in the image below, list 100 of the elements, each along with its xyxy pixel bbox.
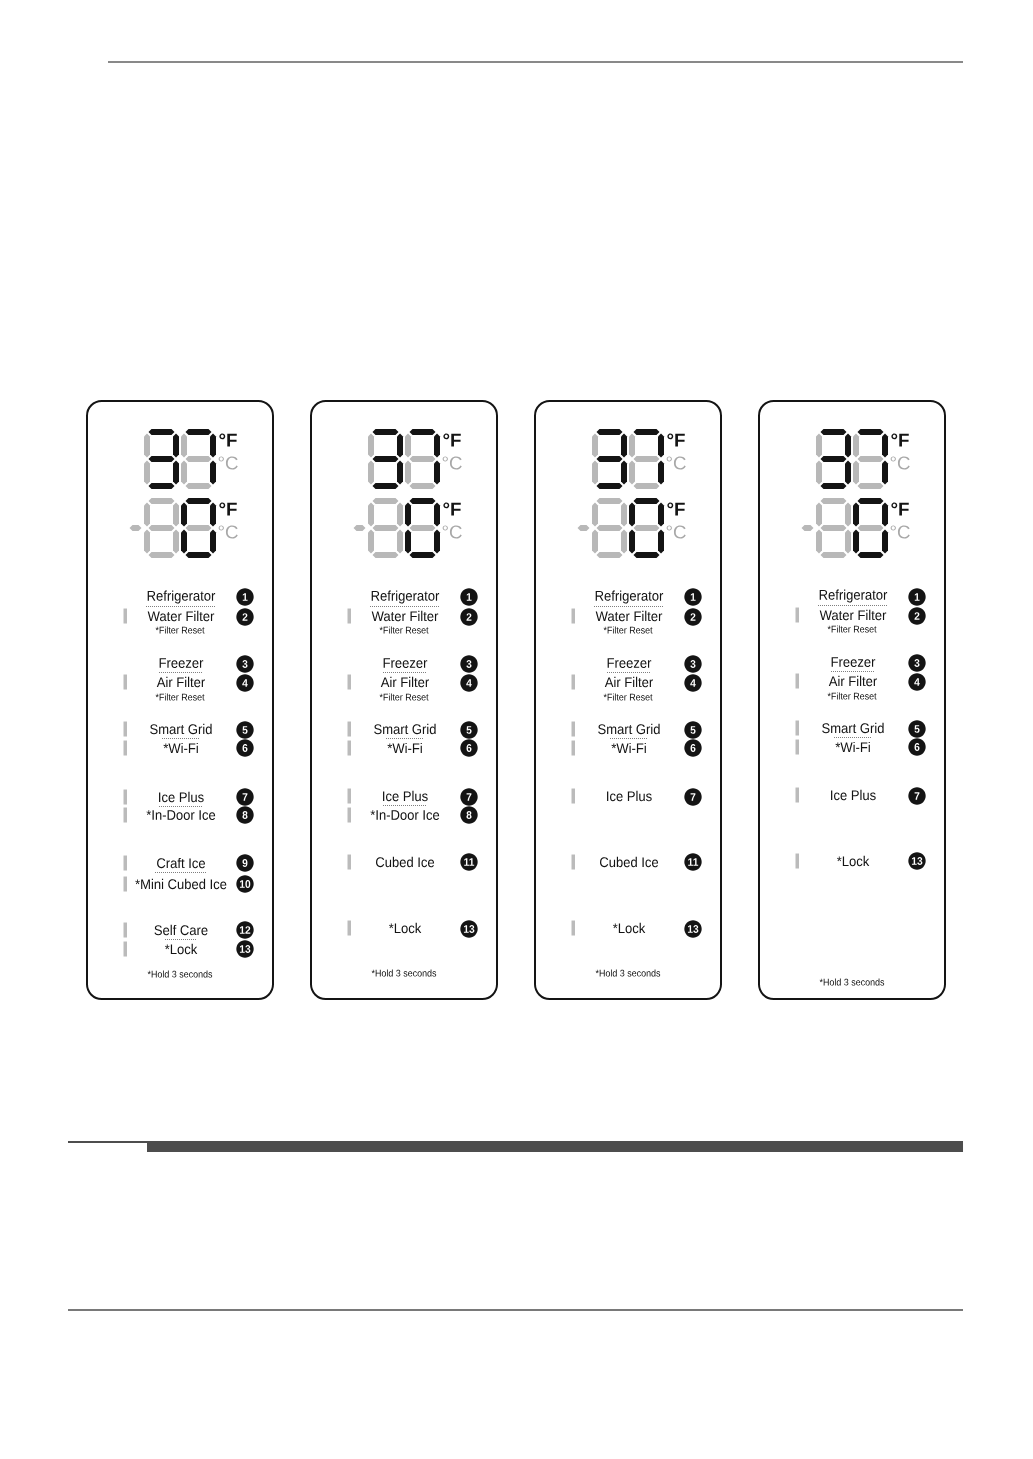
- callout-number: 1: [460, 588, 478, 606]
- sub-label: *Filter Reset: [827, 692, 877, 700]
- callout-number: 8: [460, 806, 478, 824]
- function-label: Air Filter: [380, 676, 429, 688]
- function-label: *In-Door Ice: [370, 810, 440, 820]
- sub-label: *Filter Reset: [603, 693, 653, 701]
- function-label: Ice Plus: [831, 789, 876, 801]
- callout-number: 5: [684, 721, 702, 739]
- function-label: Water Filter: [371, 610, 439, 622]
- callout-number: 6: [460, 739, 478, 757]
- function-label: Refrigerator: [819, 589, 888, 603]
- callout-number: 3: [236, 655, 254, 673]
- footnote: *Hold 3 seconds: [147, 970, 213, 978]
- sub-label: *Filter Reset: [155, 626, 205, 634]
- function-label: Smart Grid: [822, 722, 884, 734]
- unit-label: °C: [442, 456, 462, 470]
- function-label: *Lock: [836, 855, 870, 867]
- function-label: Water Filter: [147, 610, 215, 622]
- unit-label: °C: [666, 525, 686, 539]
- function-label: Freezer: [383, 658, 428, 668]
- callout-number: 6: [684, 739, 702, 757]
- callout-number: 12: [236, 921, 254, 939]
- callout-number: 5: [908, 720, 926, 738]
- function-label: Freezer: [607, 658, 652, 668]
- function-label: Refrigerator: [371, 590, 440, 604]
- function-label: Water Filter: [595, 610, 663, 622]
- callout-number: 3: [908, 654, 926, 672]
- callout-number: 2: [460, 608, 478, 626]
- unit-label: °F: [891, 433, 909, 447]
- callout-number: 1: [236, 588, 254, 606]
- function-label: *Lock: [164, 943, 198, 955]
- footnote: *Hold 3 seconds: [819, 978, 885, 986]
- callout-number: 4: [684, 674, 702, 692]
- footnote: *Hold 3 seconds: [371, 969, 437, 977]
- callout-number: 1: [908, 588, 926, 606]
- sub-label: *Filter Reset: [827, 625, 877, 633]
- callout-number: 6: [908, 738, 926, 756]
- function-label: *Wi-Fi: [163, 742, 198, 754]
- unit-label: °F: [443, 433, 461, 447]
- unit-label: °C: [218, 456, 238, 470]
- function-label: Ice Plus: [383, 790, 428, 802]
- function-label: Smart Grid: [150, 723, 212, 735]
- function-label: *Wi-Fi: [387, 742, 422, 754]
- function-label: *Wi-Fi: [611, 742, 646, 754]
- callout-number: 13: [908, 852, 926, 870]
- callout-number: 1: [684, 588, 702, 606]
- function-label: *Mini Cubed Ice: [135, 878, 227, 890]
- function-label: *Wi-Fi: [835, 741, 870, 753]
- function-label: Refrigerator: [595, 590, 664, 604]
- sub-label: *Filter Reset: [379, 693, 429, 701]
- footnote: *Hold 3 seconds: [595, 969, 661, 977]
- callout-number: 11: [460, 853, 478, 871]
- callout-number: 3: [460, 655, 478, 673]
- unit-label: °F: [443, 502, 461, 516]
- callout-number: 13: [460, 920, 478, 938]
- unit-label: °C: [890, 525, 910, 539]
- callout-number: 7: [908, 787, 926, 805]
- function-label: Cubed Ice: [376, 856, 435, 868]
- unit-label: °C: [442, 525, 462, 539]
- function-label: *In-Door Ice: [146, 810, 216, 820]
- callout-number: 4: [236, 674, 254, 692]
- function-label: Freezer: [159, 658, 204, 668]
- unit-label: °C: [666, 456, 686, 470]
- function-label: Ice Plus: [159, 791, 204, 803]
- callout-number: 5: [236, 721, 254, 739]
- function-label: Self Care: [154, 924, 208, 936]
- callout-number: 8: [236, 806, 254, 824]
- unit-label: °F: [667, 433, 685, 447]
- callout-number: 6: [236, 739, 254, 757]
- callout-number: 7: [684, 788, 702, 806]
- callout-number: 4: [908, 673, 926, 691]
- function-label: Smart Grid: [598, 723, 660, 735]
- callout-number: 2: [684, 608, 702, 626]
- callout-number: 2: [908, 607, 926, 625]
- unit-label: °C: [218, 525, 238, 539]
- function-label: Air Filter: [156, 676, 205, 688]
- callout-number: 7: [460, 788, 478, 806]
- callout-number: 11: [684, 853, 702, 871]
- function-label: Refrigerator: [147, 590, 216, 604]
- callout-number: 4: [460, 674, 478, 692]
- sub-label: *Filter Reset: [155, 693, 205, 701]
- function-label: Cubed Ice: [600, 856, 659, 868]
- function-label: Air Filter: [828, 675, 877, 687]
- unit-label: °C: [890, 456, 910, 470]
- callout-number: 13: [236, 940, 254, 958]
- unit-label: °F: [219, 433, 237, 447]
- function-label: Water Filter: [819, 609, 887, 621]
- function-label: Ice Plus: [607, 790, 652, 802]
- callout-number: 7: [236, 788, 254, 806]
- callout-number: 9: [236, 854, 254, 872]
- sub-label: *Filter Reset: [603, 626, 653, 634]
- unit-label: °F: [667, 502, 685, 516]
- unit-label: °F: [891, 502, 909, 516]
- callout-number: 2: [236, 608, 254, 626]
- callout-number: 5: [460, 721, 478, 739]
- callout-number: 3: [684, 655, 702, 673]
- unit-label: °F: [219, 502, 237, 516]
- function-label: *Lock: [612, 922, 646, 934]
- callout-number: 13: [684, 920, 702, 938]
- function-label: Freezer: [831, 657, 876, 667]
